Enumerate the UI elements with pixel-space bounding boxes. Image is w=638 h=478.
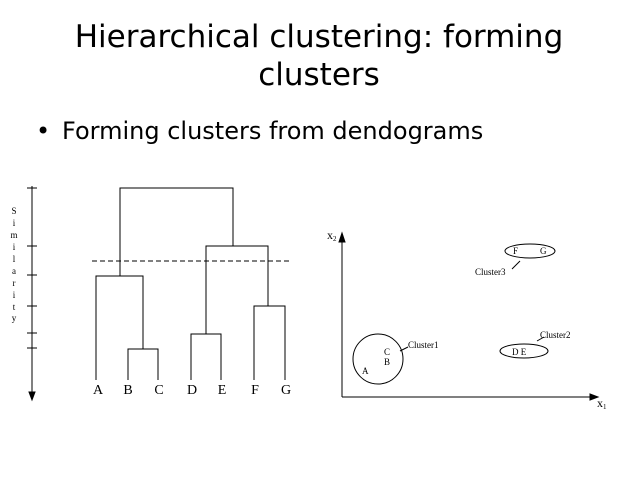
cluster2-points: D E xyxy=(512,347,527,357)
similarity-axis xyxy=(27,186,37,402)
cluster3-boundary xyxy=(504,243,556,259)
similarity-letter: t xyxy=(13,302,16,312)
scatter-axes xyxy=(338,231,600,401)
similarity-letter: i xyxy=(13,242,16,252)
dendrogram-link-root xyxy=(119,187,234,276)
similarity-axis-label: S i m i l a r i t y xyxy=(10,206,17,323)
dendrogram-link-fg xyxy=(253,305,286,380)
cluster1-point-a: A xyxy=(362,366,369,376)
leaf-label-f: F xyxy=(251,383,259,398)
cluster2-pointer xyxy=(536,336,545,342)
scatter-x-axis-arrow xyxy=(589,393,600,401)
leaf-label-e: E xyxy=(218,383,227,398)
similarity-letter: S xyxy=(11,206,16,216)
scatter-y-axis-arrow xyxy=(338,231,346,243)
y-axis-label: x2 xyxy=(327,228,337,243)
leaf-label-b: B xyxy=(123,383,132,398)
similarity-letter: i xyxy=(13,218,16,228)
similarity-letter: l xyxy=(13,254,16,264)
bullet-item: • Forming clusters from dendograms xyxy=(36,116,483,146)
cluster3-pointer xyxy=(511,260,521,270)
similarity-letter: m xyxy=(10,230,17,240)
dendrogram-link-a-bc xyxy=(95,275,144,380)
cluster1-pointer xyxy=(399,346,409,352)
cluster1-label: Cluster1 xyxy=(408,340,439,350)
similarity-letter: i xyxy=(13,290,16,300)
leaf-label-a: A xyxy=(93,383,104,398)
dendrogram-link-de xyxy=(190,333,222,380)
slide-title-line1: Hierarchical clustering: forming xyxy=(74,19,564,55)
scatter-axis-labels: x2 x1 xyxy=(327,228,607,411)
cluster1-point-b: B xyxy=(384,357,390,367)
cluster3-point-f: F xyxy=(513,246,518,256)
x-axis-label: x1 xyxy=(597,396,607,411)
leaf-label-g: G xyxy=(281,383,291,398)
slide-title-line2: clusters xyxy=(258,57,380,93)
leaf-label-c: C xyxy=(154,383,163,398)
dendrogram-link-de-fg xyxy=(205,245,269,334)
similarity-letter: y xyxy=(12,313,17,323)
bullet-text: Forming clusters from dendograms xyxy=(62,117,484,145)
bullet-dot: • xyxy=(36,117,51,145)
dendrogram xyxy=(92,187,292,380)
similarity-letter: r xyxy=(13,278,16,288)
cluster2: D E Cluster2 xyxy=(499,330,571,359)
cluster3: F G Cluster3 xyxy=(475,243,556,277)
cluster2-label: Cluster2 xyxy=(540,330,571,340)
leaf-label-d: D xyxy=(187,383,197,398)
dendrogram-leaf-labels: A B C D E F G xyxy=(93,383,291,398)
cluster1-point-c: C xyxy=(384,347,390,357)
similarity-axis-arrow xyxy=(28,391,36,402)
dendrogram-link-bc xyxy=(127,348,159,380)
similarity-letter: a xyxy=(12,266,16,276)
cluster3-label: Cluster3 xyxy=(475,267,506,277)
cluster3-point-g: G xyxy=(540,246,547,256)
cluster1-boundary xyxy=(352,333,404,385)
cluster2-boundary xyxy=(499,343,549,359)
slide-title: Hierarchical clustering: forming cluster… xyxy=(0,18,638,94)
cluster1: C B A Cluster1 xyxy=(352,333,439,385)
